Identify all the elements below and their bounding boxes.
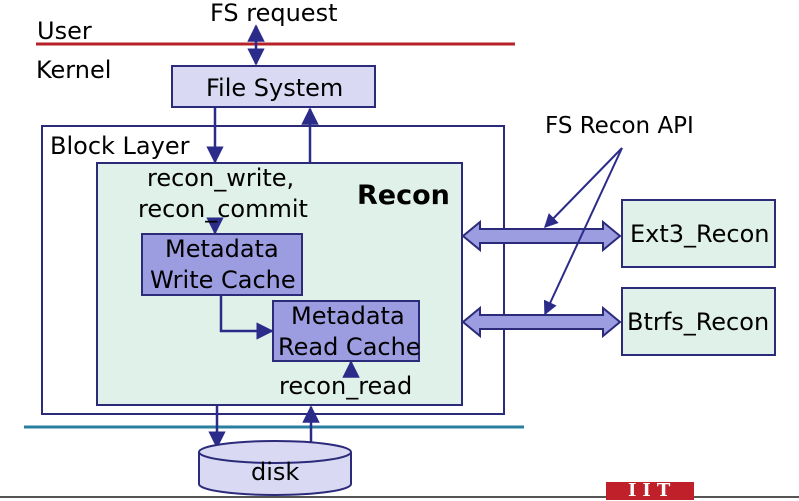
metadata-write-cache-box	[141, 233, 303, 296]
user-label: User	[37, 17, 92, 45]
disk-top	[198, 440, 352, 464]
ext3-recon-label: Ext3_Recon	[630, 220, 770, 248]
btrfs-recon-box	[621, 287, 776, 356]
metadata-read-cache-box	[272, 300, 420, 362]
metadata-write-label-1: Metadata	[165, 235, 279, 263]
disk-label: disk	[251, 458, 300, 486]
kernel-label: Kernel	[36, 56, 112, 84]
api-pointer-ext3	[544, 147, 623, 229]
recon-write-label: recon_write,	[147, 164, 295, 192]
metadata-read-label-1: Metadata	[291, 302, 405, 330]
write-to-read-arrow	[219, 296, 274, 340]
iit-logo: IIT	[628, 480, 677, 501]
file-system-box	[171, 65, 376, 108]
block-layer-label: Block Layer	[50, 132, 190, 160]
api-pointer-btrfs	[543, 147, 623, 316]
btrfs-recon-label: Btrfs_Recon	[627, 308, 770, 336]
file-system-label: File System	[206, 74, 344, 102]
metadata-write-label-2: Write Cache	[150, 266, 296, 294]
btrfs-api-arrow	[461, 305, 622, 339]
disk-cylinder	[198, 452, 352, 496]
fs-recon-api-label: FS Recon API	[545, 113, 694, 139]
ext3-recon-box	[621, 199, 776, 268]
logo-block	[606, 482, 694, 500]
fs-request-label: FS request	[210, 0, 338, 27]
recon-commit-label: recon_commit	[138, 195, 308, 223]
metadata-read-label-2: Read Cache	[278, 333, 421, 361]
recon-read-label: recon_read	[279, 372, 413, 400]
ext3-api-arrow	[461, 219, 622, 253]
recon-title: Recon	[357, 180, 450, 211]
